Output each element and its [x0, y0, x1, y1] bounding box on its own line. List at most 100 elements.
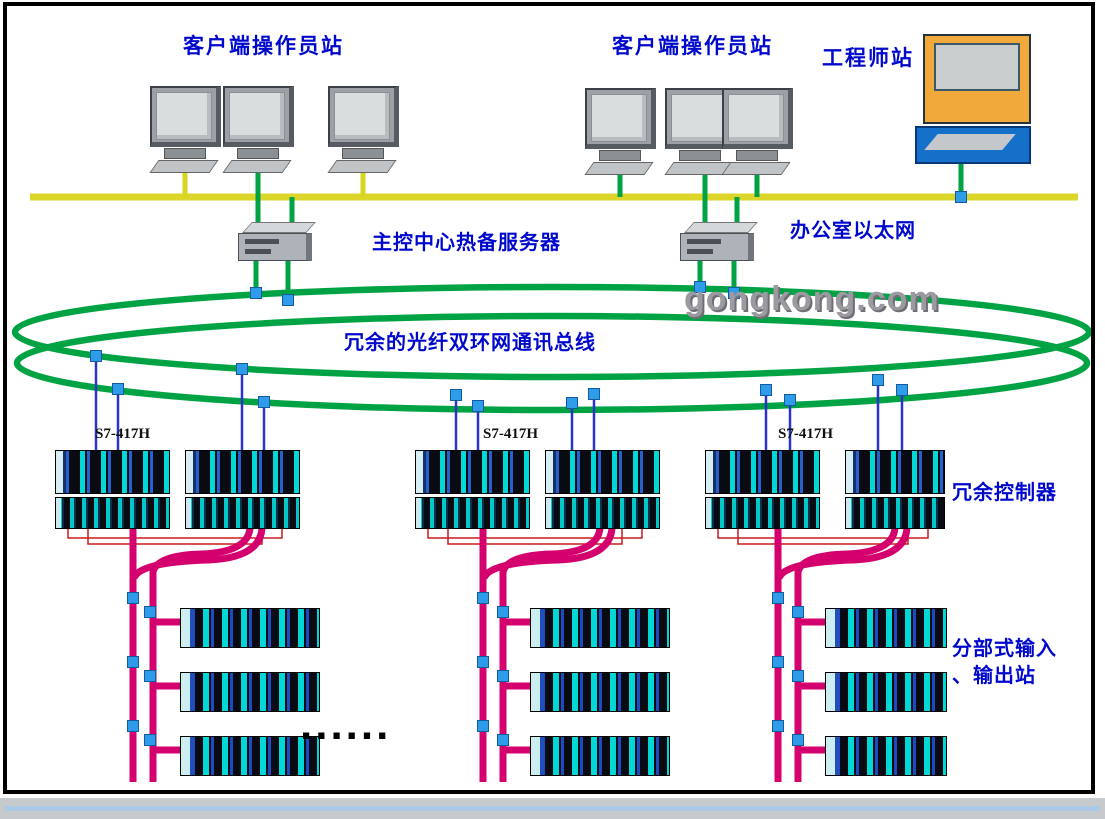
plc-rack-top-row: [705, 450, 820, 494]
io-station-rack: [180, 672, 320, 712]
plc-rack: [845, 450, 945, 529]
network-node: [90, 350, 102, 362]
server-top-face: [684, 222, 758, 233]
monitor-screen: [156, 92, 212, 140]
plc-rack-bottom-row: [415, 497, 530, 529]
network-node: [112, 383, 124, 395]
io-station-rack: [180, 608, 320, 648]
operator-workstation: [222, 86, 294, 173]
keyboard: [222, 160, 292, 173]
label-client-station-right: 客户端操作员站: [612, 35, 773, 58]
plc-rack-top-row: [185, 450, 300, 494]
io-node: [144, 606, 156, 618]
plc-rack: [415, 450, 530, 529]
network-node: [588, 388, 600, 400]
plc-rack: [705, 450, 820, 529]
io-node: [497, 734, 509, 746]
io-node: [792, 734, 804, 746]
io-node: [497, 606, 509, 618]
redundancy-wire: [67, 528, 283, 539]
label-plc-model-2: S7-417H: [483, 426, 539, 442]
operator-workstation: [584, 88, 656, 175]
network-node: [896, 384, 908, 396]
io-node: [497, 670, 509, 682]
label-office-ethernet: 办公室以太网: [790, 220, 916, 242]
engineer-laptop-base: [915, 126, 1031, 164]
hot-standby-server: [238, 222, 316, 261]
label-plc-model-1: S7-417H: [95, 426, 151, 442]
io-node: [477, 592, 489, 604]
label-plc-model-3: S7-417H: [778, 426, 834, 442]
network-node: [450, 389, 462, 401]
redundancy-wire: [447, 528, 623, 545]
engineer-monitor: [923, 34, 1031, 124]
plc-rack-bottom-row: [185, 497, 300, 529]
io-node: [772, 656, 784, 668]
fiber-ring-outer: [11, 283, 1093, 381]
engineer-workstation: [915, 34, 1031, 164]
io-station-rack: [530, 672, 670, 712]
watermark-text: gongkong.com: [684, 280, 940, 318]
monitor: [328, 86, 399, 147]
engineer-keyboard: [924, 134, 1016, 150]
io-bus-line: [130, 527, 266, 580]
io-station-rack: [825, 608, 947, 648]
network-node: [282, 294, 294, 306]
monitor: [722, 88, 793, 149]
plc-rack-top-row: [55, 450, 170, 494]
redundancy-wire: [717, 528, 929, 539]
io-station-rack: [825, 672, 947, 712]
monitor-screen: [671, 94, 727, 142]
monitor-screen: [728, 94, 784, 142]
io-node: [477, 720, 489, 732]
redundancy-wire: [427, 528, 643, 539]
label-distributed-io-line2: 、输出站: [952, 665, 1036, 687]
network-node: [694, 281, 706, 293]
io-node: [144, 670, 156, 682]
monitor: [150, 86, 221, 147]
hot-standby-server: [680, 222, 758, 261]
label-redundant-controller: 冗余控制器: [952, 482, 1057, 504]
io-node: [772, 720, 784, 732]
computer-base: [342, 148, 384, 159]
redundancy-wire: [737, 528, 909, 545]
label-engineer-station: 工程师站: [822, 47, 914, 70]
keyboard: [149, 160, 219, 173]
window-bottom-bar: [0, 798, 1105, 819]
plc-rack: [185, 450, 300, 529]
computer-base: [736, 150, 778, 161]
network-node: [728, 287, 740, 299]
network-node: [760, 384, 772, 396]
operator-workstation: [327, 86, 399, 173]
network-node: [472, 400, 484, 412]
network-node: [566, 397, 578, 409]
continuation-ellipsis: ......: [300, 700, 392, 749]
server-front-face: [680, 233, 754, 261]
network-node: [784, 394, 796, 406]
plc-rack-top-row: [545, 450, 660, 494]
monitor-screen: [334, 92, 390, 140]
computer-base: [237, 148, 279, 159]
operator-workstation: [149, 86, 221, 173]
io-node: [792, 670, 804, 682]
redundancy-wire: [87, 528, 263, 545]
engineer-screen: [934, 43, 1020, 91]
monitor-screen: [229, 92, 285, 140]
plc-rack-bottom-row: [705, 497, 820, 529]
label-client-station-left: 客户端操作员站: [183, 35, 344, 58]
monitor: [223, 86, 294, 147]
network-node: [258, 396, 270, 408]
computer-base: [164, 148, 206, 159]
io-node: [127, 656, 139, 668]
computer-base: [679, 150, 721, 161]
io-node: [127, 720, 139, 732]
io-bus-line: [775, 527, 911, 580]
io-station-rack: [530, 736, 670, 776]
plc-rack-bottom-row: [845, 497, 945, 529]
network-node: [955, 191, 967, 203]
io-node: [144, 734, 156, 746]
network-node: [872, 374, 884, 386]
plc-rack-bottom-row: [55, 497, 170, 529]
